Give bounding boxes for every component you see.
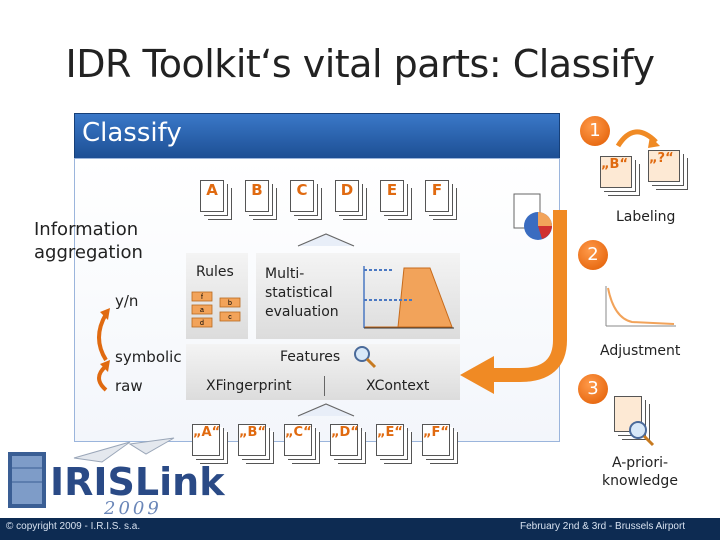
footer-copyright: © copyright 2009 - I.R.I.S. s.a. xyxy=(6,521,141,532)
xcontext-label: XContext xyxy=(366,378,430,394)
document-quoted-label: „?“ xyxy=(649,151,674,166)
rule-item: d xyxy=(200,320,204,327)
document-icon: C xyxy=(290,180,314,212)
logo-text: IRISLink xyxy=(50,460,225,504)
features-panel xyxy=(186,344,460,400)
classify-bar xyxy=(74,113,560,159)
cycle-arrow-icon xyxy=(615,129,660,148)
magnifier-icon xyxy=(629,421,655,447)
paper-plane-icon xyxy=(73,437,175,463)
document-icon: „F“ xyxy=(422,424,450,456)
classify-bar-label: Classify xyxy=(82,118,182,148)
raw-label: raw xyxy=(115,377,143,395)
features-divider xyxy=(324,376,325,396)
document-letter: C xyxy=(296,181,308,199)
adjustment-label: Adjustment xyxy=(600,343,681,359)
document-letter: D xyxy=(340,181,354,199)
return-arrow-icon xyxy=(460,210,567,394)
document-icon: „C“ xyxy=(284,424,312,456)
labeling-label: Labeling xyxy=(616,209,676,225)
document-icon: „E“ xyxy=(376,424,404,456)
xfingerprint-label: XFingerprint xyxy=(206,378,292,394)
rules-label: Rules xyxy=(196,264,234,280)
symbolic-label: symbolic xyxy=(115,348,182,366)
document-quoted-label: „C“ xyxy=(285,425,312,440)
document-quoted-label: „B“ xyxy=(601,157,628,172)
bottom-document-row: „A“ „B“ „C“ „D“ „E“ „F“ xyxy=(192,424,462,466)
document-icon: B xyxy=(245,180,269,212)
document-icon: F xyxy=(425,180,449,212)
document-quoted-label: „F“ xyxy=(423,425,449,440)
document-icon: „B“ xyxy=(238,424,266,456)
caret-up-icon xyxy=(297,233,355,247)
document-icon: A xyxy=(200,180,224,212)
document-quoted-label: „E“ xyxy=(377,425,403,440)
magnifier-icon xyxy=(354,346,377,369)
label-doc-icon: „B“ xyxy=(600,156,632,188)
distribution-chart-icon xyxy=(363,266,454,329)
document-icon: „A“ xyxy=(192,424,220,456)
arrow-head-icon xyxy=(100,360,110,372)
footer-bar xyxy=(0,518,720,540)
document-icon: D xyxy=(335,180,359,212)
logo-building-icon xyxy=(8,452,46,508)
document-letter: B xyxy=(251,181,263,199)
footer-event: February 2nd & 3rd - Brussels Airport xyxy=(520,521,686,532)
document-icon: „D“ xyxy=(330,424,359,456)
badge-3: 3 xyxy=(578,374,608,404)
arrow-up-icon xyxy=(97,364,108,392)
adjustment-chart-icon xyxy=(605,286,676,327)
rule-item: f xyxy=(201,294,203,301)
rule-item: c xyxy=(228,314,232,321)
document-letter: E xyxy=(386,181,398,199)
multistatistical-label: Multi-statistical evaluation xyxy=(265,266,339,320)
arrow-up-icon xyxy=(97,312,108,362)
document-quoted-label: „B“ xyxy=(239,425,266,440)
arrow-head-icon xyxy=(100,308,110,320)
document-letter: F xyxy=(431,181,443,199)
yn-label: y/n xyxy=(115,292,139,310)
document-quoted-label: „D“ xyxy=(331,425,359,440)
slide-title: IDR Toolkit‘s vital parts: Classify xyxy=(65,42,655,86)
features-label: Features xyxy=(280,349,341,365)
information-aggregation-label: Information aggregation xyxy=(34,219,143,263)
rule-item: a xyxy=(200,307,204,314)
apriori-label: A-priori-knowledge xyxy=(602,455,678,489)
logo-year: 2009 xyxy=(104,498,162,519)
caret-up-icon xyxy=(297,403,355,417)
document-icon: E xyxy=(380,180,404,212)
rules-icon: f b a c d xyxy=(191,291,241,328)
rule-item: b xyxy=(228,300,232,307)
badge-1: 1 xyxy=(580,116,610,146)
document-letter: A xyxy=(206,181,218,199)
badge-2: 2 xyxy=(578,240,608,270)
top-document-row: A B C D E F xyxy=(200,180,460,222)
hierarchy-arrows xyxy=(97,308,110,392)
pie-document-icon xyxy=(513,193,552,240)
document-quoted-label: „A“ xyxy=(193,425,221,440)
label-doc-icon: „?“ xyxy=(648,150,680,182)
